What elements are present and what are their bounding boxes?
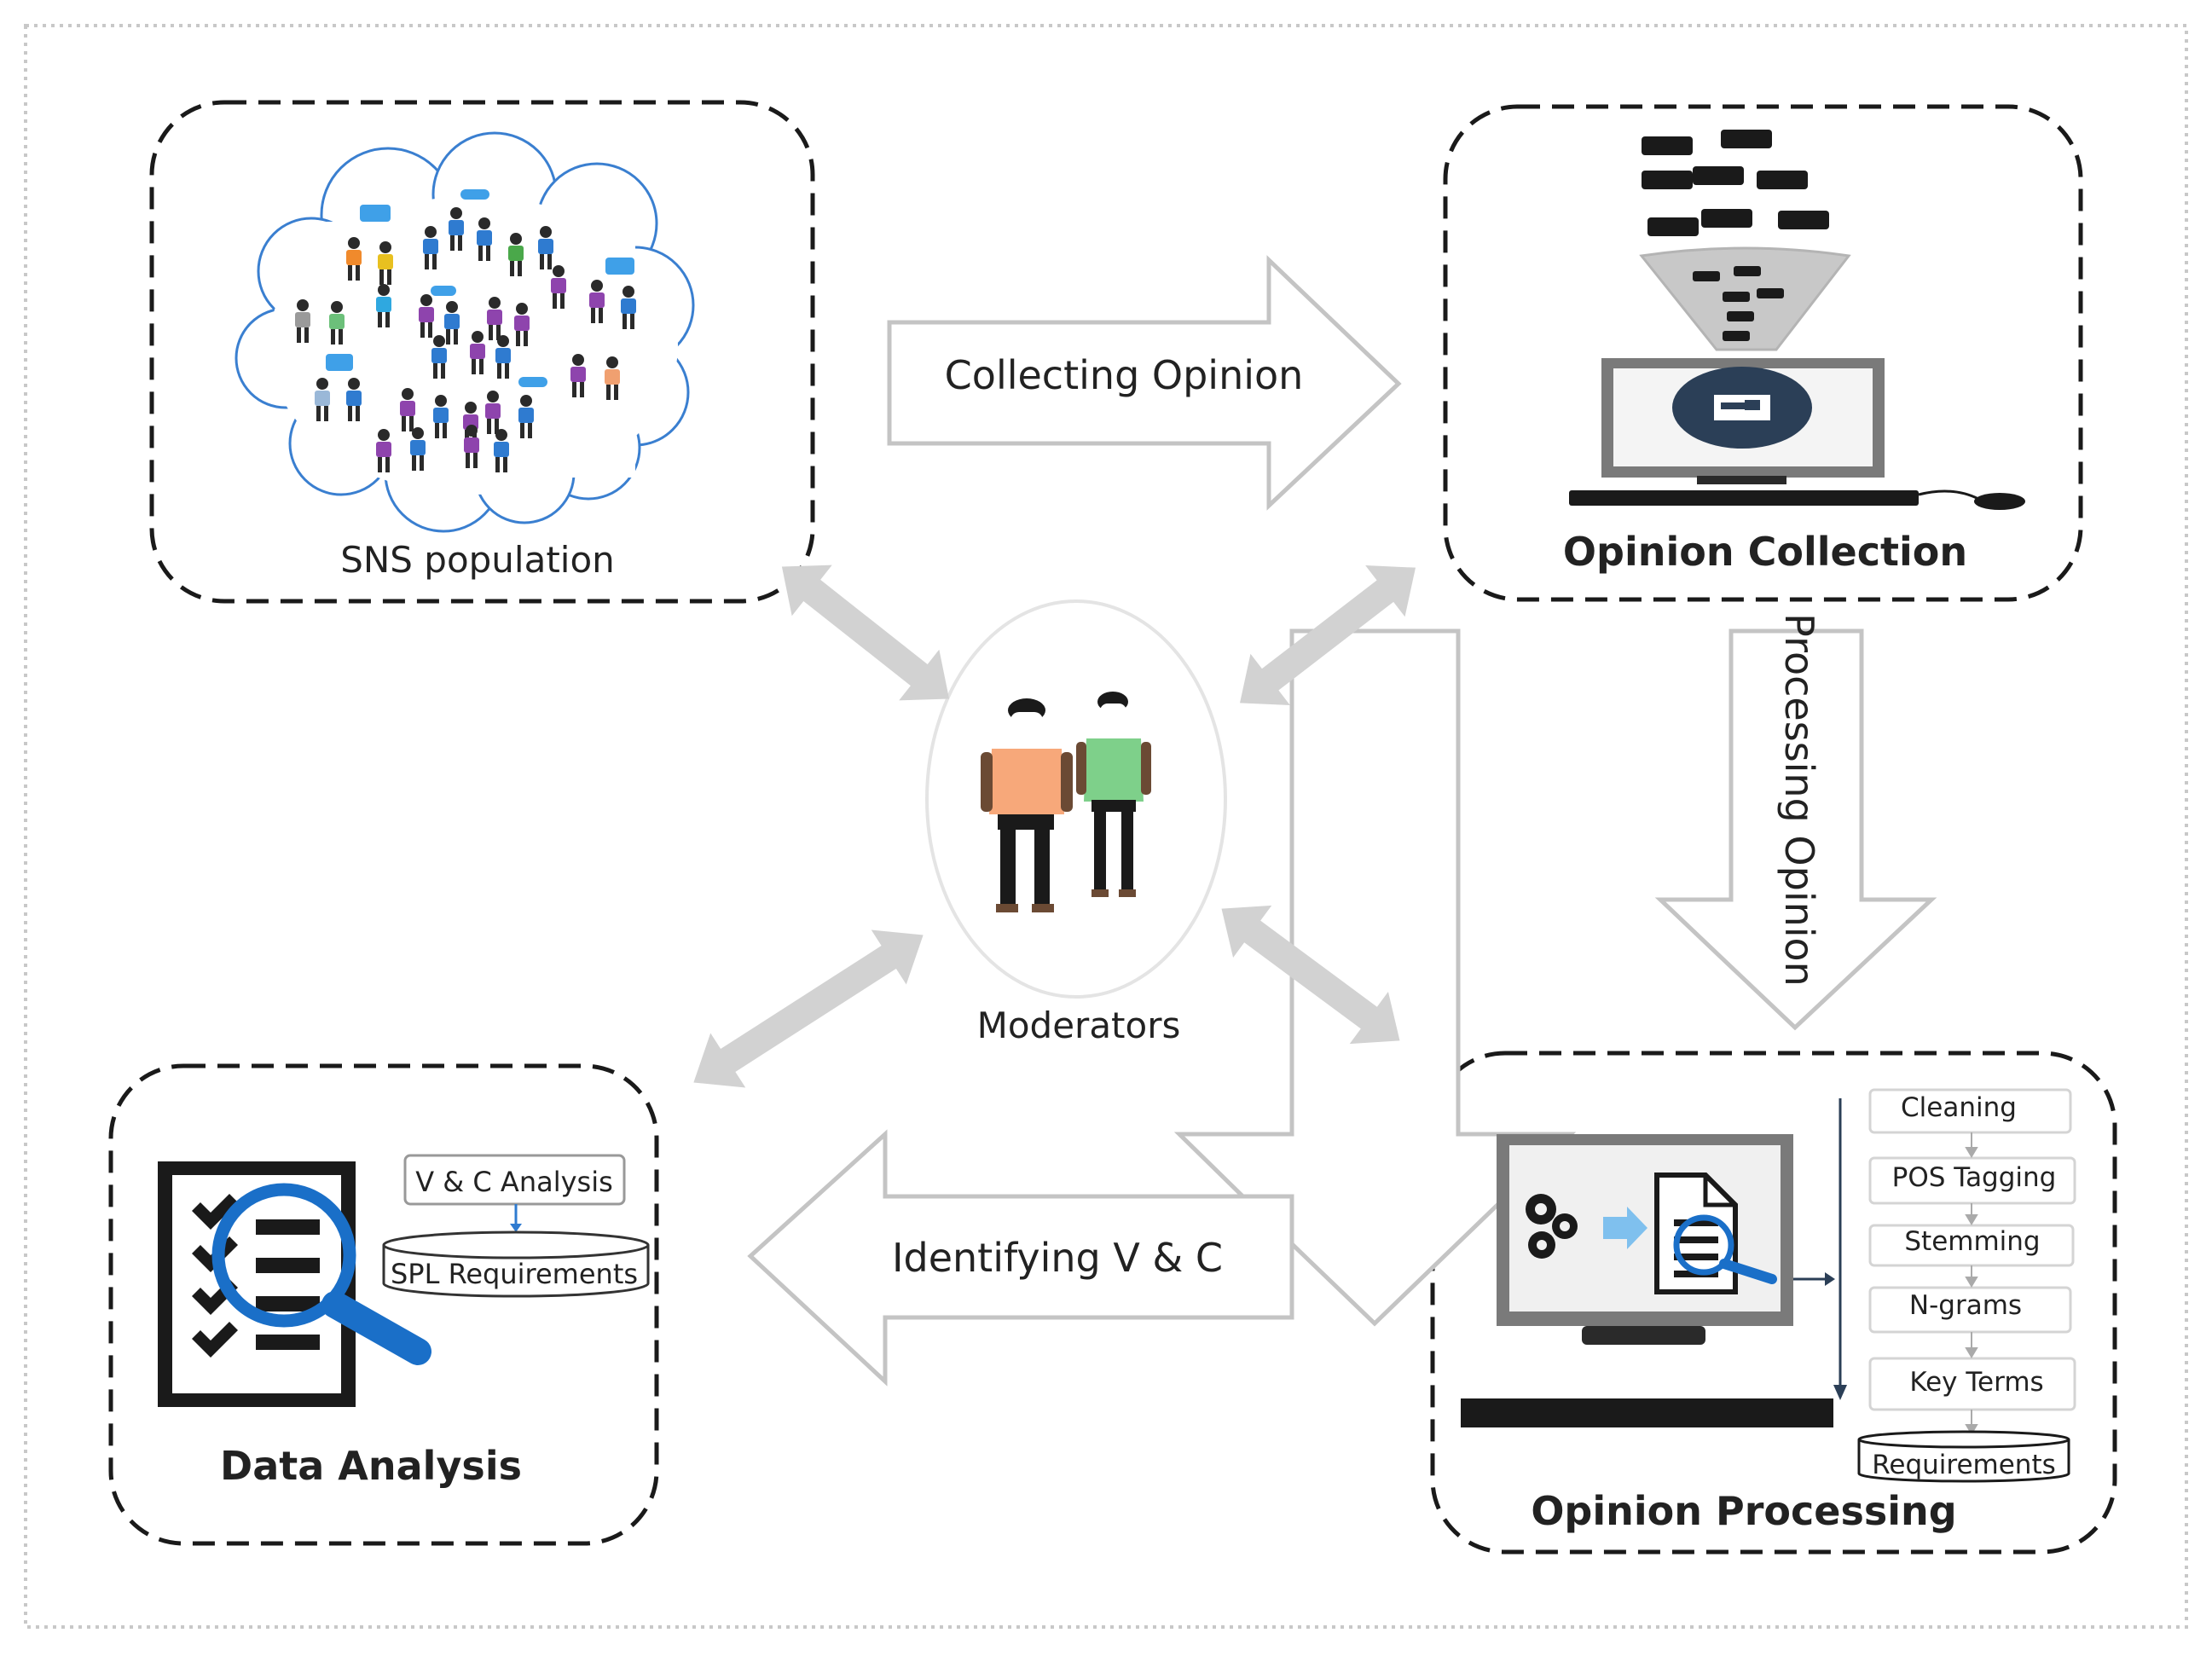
double-arrow-sns [781,565,950,701]
processing-opinion-arrow [1654,628,1937,1031]
double-arrow-analysis [693,929,924,1088]
computer-monitor-processing [1461,1134,1833,1427]
requirements-cylinder [1857,1430,2070,1483]
spl-requirements-label: SPL Requirements [390,1258,639,1290]
collecting-opinion-label: Collecting Opinion [944,352,1304,398]
vc-to-spl-arrowhead [510,1224,522,1232]
moderators-ellipse [925,599,1227,999]
outer-frame [24,24,2188,1629]
opinion-processing-box [1430,1051,2117,1555]
step-boxes [1868,1088,2076,1411]
computer-monitor-collection [1569,358,2025,510]
collecting-opinion-arrow [887,255,1402,511]
document-icon [1654,1173,1777,1294]
monitor-to-steps-arrowhead [1825,1272,1835,1286]
sns-population-label: SNS population [340,539,615,581]
gear-to-doc-arrow [1603,1207,1647,1249]
spl-requirements-cylinder [382,1230,650,1298]
data-analysis-label: Data Analysis [220,1443,522,1489]
sns-population-box [149,100,815,604]
processing-opinion-label: Processing Opinion [1776,613,1822,987]
vc-analysis-label: V & C Analysis [415,1166,613,1198]
data-analysis-box [108,1063,659,1546]
step-stemming: Stemming [1904,1226,2041,1257]
identifying-vc-arrow [747,1129,1294,1387]
gears-icon [1526,1194,1578,1259]
step-connectors [1965,1132,1978,1435]
magnifier-icon-analysis [211,1183,431,1365]
requirements-label: Requirements [1872,1450,2056,1480]
steps-flow-arrowhead [1833,1385,1847,1400]
chat-bubbles [326,189,634,387]
step-cleaning: Cleaning [1901,1092,2017,1123]
opinion-collection-label: Opinion Collection [1562,529,1968,575]
double-arrow-processing [1221,905,1400,1045]
moderator-person-2 [1076,692,1151,897]
step-n-grams: N-grams [1908,1290,2023,1321]
funnel-messages [1693,266,1784,341]
moderators-label: Moderators [976,1005,1181,1046]
double-arrow-collection [1240,565,1416,705]
double-arrows [693,565,1416,1088]
step-key-terms: Key Terms [1909,1367,2044,1398]
step-pos-tagging: POS Tagging [1891,1162,2057,1193]
message-bubbles [1642,130,1829,236]
opinion-processing-label: Opinion Processing [1531,1488,1957,1534]
opinion-collection-box [1443,104,2083,602]
moderator-person-1 [981,698,1073,912]
identifying-vc-label: Identifying V & C [891,1235,1224,1281]
